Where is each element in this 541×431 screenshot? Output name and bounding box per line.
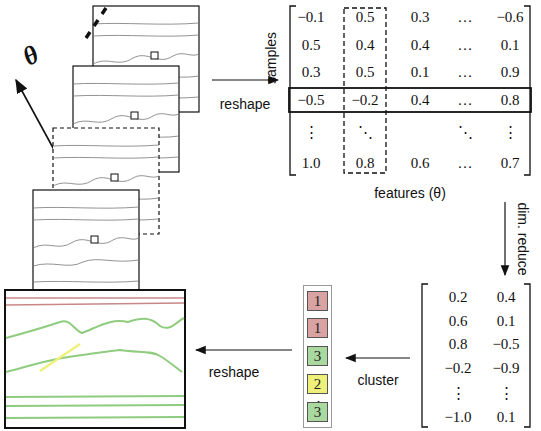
matrix-entry: 0.6: [411, 156, 430, 171]
slice-stack: [33, 6, 199, 296]
cluster-column: ⋮11323: [303, 285, 332, 428]
matrix-entry: −0.5: [492, 337, 519, 352]
matrix-entry: 0.7: [501, 156, 520, 171]
matrix-entry: 0.8: [356, 156, 375, 171]
matrix-entry: ⋮: [503, 125, 518, 140]
matrix-entry: …: [458, 65, 473, 80]
matrix-entry: 0.8: [501, 93, 520, 108]
matrix-entry: 0.3: [302, 65, 321, 80]
axis-symbol: θ: [19, 41, 43, 70]
matrix-entry: …: [458, 93, 473, 108]
feature-matrix: −0.1 0.5 0.3 … −0.6 0.5 0.4 0.4 … 0.1 0.3 0.5 0.1 … 0.…: [288, 5, 532, 177]
matrix-entry: ⋱: [458, 125, 473, 140]
matrix-entry: 0.5: [302, 38, 321, 53]
matrix-entry: −1.0: [444, 410, 471, 425]
seismic-slice: [33, 190, 139, 296]
matrix-entry: 0.1: [501, 38, 520, 53]
matrix-entry: −0.5: [297, 93, 324, 108]
more-slices-dashes: [86, 8, 106, 38]
matrix-entry: 0.5: [356, 65, 375, 80]
matrix-entry: 0.1: [497, 410, 516, 425]
matrix-entry: ⋱: [358, 125, 373, 140]
axis-label: features (θ): [374, 186, 446, 200]
step-label: cluster: [357, 373, 398, 387]
cluster-number: 3: [314, 405, 322, 420]
matrix-entry: −0.1: [297, 10, 324, 25]
matrix-entry: 0.4: [411, 93, 430, 108]
result-image: [5, 290, 185, 428]
sample-row-highlight: [289, 88, 531, 112]
matrix-entry: 0.1: [411, 65, 430, 80]
step-label: reshape: [209, 365, 260, 379]
matrix-brackets: [288, 5, 532, 177]
axis-label: samples: [264, 32, 278, 84]
matrix-entry: −0.6: [496, 10, 523, 25]
cluster-label: 3: [307, 402, 328, 422]
cluster-label: 1: [307, 318, 328, 338]
reduced-matrix: 0.2 0.4 0.6 0.1 0.8 −0.5 −0.2 −0.9 ⋮ ⋮ −1.0 0.1: [420, 283, 532, 429]
step-label: dim. reduce: [516, 202, 530, 275]
cluster-number: 1: [314, 294, 322, 309]
cluster-label: 3: [307, 346, 328, 366]
cluster-number: 1: [314, 321, 322, 336]
matrix-entry: 0.1: [497, 314, 516, 329]
matrix-entry: 0.2: [449, 290, 468, 305]
flow-arrow: [504, 202, 505, 275]
matrix-entry: ⋮: [499, 386, 514, 401]
reshape-arrow: [196, 349, 292, 350]
matrix-entry: 0.8: [449, 337, 468, 352]
matrix-entry: 0.5: [356, 10, 375, 25]
flow-arrow: [346, 357, 410, 358]
matrix-entry: 0.4: [497, 290, 516, 305]
matrix-entry: …: [458, 156, 473, 171]
step-label: reshape: [220, 97, 271, 111]
cluster-label: 2: [307, 374, 328, 394]
matrix-entry: 1.0: [302, 156, 321, 171]
matrix-entry: −0.2: [351, 93, 378, 108]
matrix-entry: 0.4: [411, 38, 430, 53]
matrix-entry: …: [458, 38, 473, 53]
feature-column-highlight: [344, 8, 386, 173]
cluster-number: 2: [314, 377, 322, 392]
matrix-entry: 0.3: [411, 10, 430, 25]
matrix-brackets: [420, 283, 532, 429]
matrix-entry: 0.9: [501, 65, 520, 80]
matrix-entry: …: [458, 10, 473, 25]
matrix-entry: ⋮: [451, 386, 466, 401]
matrix-entry: 0.4: [356, 38, 375, 53]
matrix-entry: −0.2: [444, 361, 471, 376]
matrix-entry: 0.6: [449, 314, 468, 329]
cluster-number: 3: [314, 349, 322, 364]
cluster-label: 1: [307, 291, 328, 311]
matrix-entry: −0.9: [492, 361, 519, 376]
matrix-entry: ⋮: [304, 125, 319, 140]
